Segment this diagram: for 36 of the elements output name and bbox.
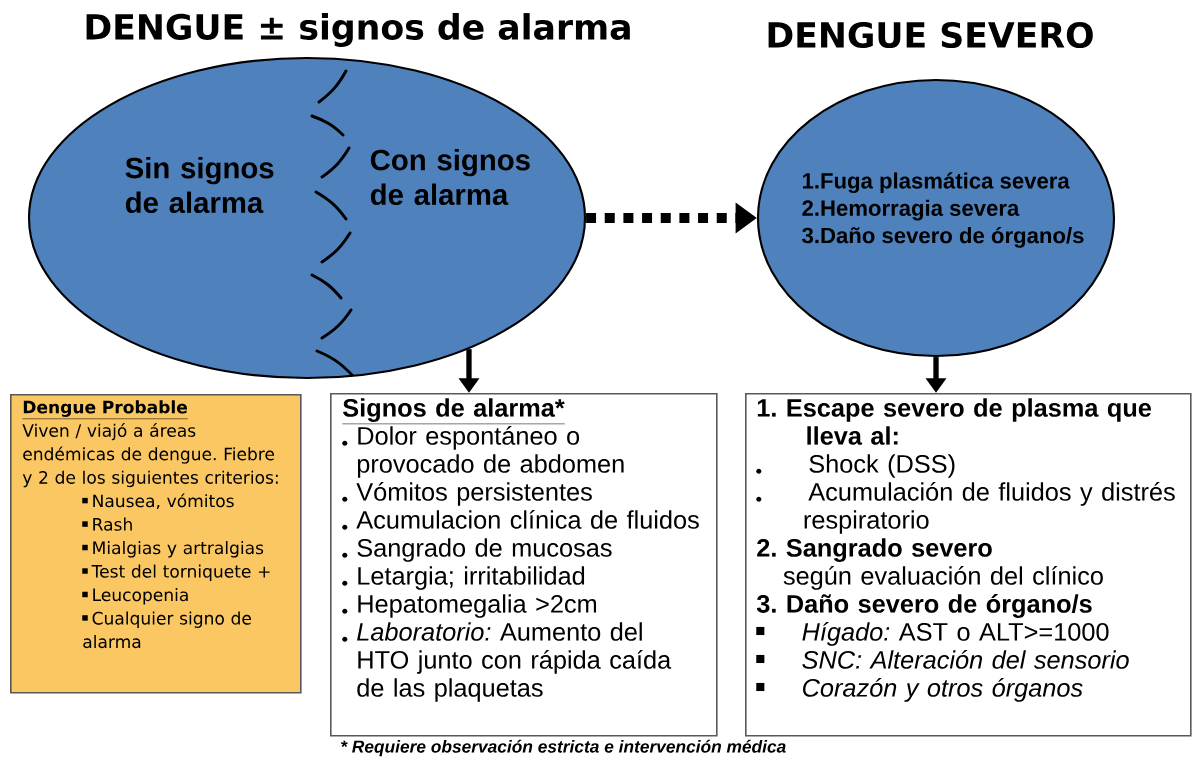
list-item: SNC: Alteración del sensorio <box>756 649 1129 669</box>
list-item: 2. Sangrado severo <box>757 538 992 562</box>
list-item: Shock (DSS) <box>756 454 955 478</box>
text-box <box>745 393 1192 737</box>
list-item: Sangrado de mucosas <box>342 538 612 562</box>
list-item: 1.Fuga plasmática severa <box>802 172 1070 194</box>
list-item: Rash <box>82 517 132 531</box>
list-item: Laboratorio: Aumento del HTO junto con rápida caída de las plaquetas <box>342 622 672 702</box>
list-item: Corazón y otros órganos <box>756 677 1083 702</box>
list-item: Acumulación de fluidos y distrés respiratorio <box>756 481 1175 534</box>
list-item: Mialgias y artralgias <box>82 541 264 558</box>
list-item: Hepatomegalia >2cm <box>342 594 597 618</box>
list-item: 3.Daño severo de órgano/s <box>802 226 1084 248</box>
list-item: 2.Hemorragia severa <box>802 199 1020 221</box>
text-box <box>10 394 302 694</box>
ellipse-label: Con signos de alarma <box>370 148 530 206</box>
list-item: Leucopenia <box>82 588 188 605</box>
ellipse-label: Sin signos de alarma <box>125 156 274 214</box>
heading: DENGUE ± signos de alarma <box>86 13 630 47</box>
list-item: Hígado: AST o ALT>=1000 <box>756 621 1109 646</box>
list-item: 3. Daño severo de órgano/s <box>756 594 1092 618</box>
list-item: Vómitos persistentes <box>342 481 592 506</box>
box-heading: Signos de alarma* <box>342 398 565 425</box>
text-box <box>330 393 718 737</box>
footnote: * Requiere observación estricta e intervención médica <box>341 739 786 757</box>
list-item: Test del torniquete + <box>82 564 270 582</box>
list-item: Cualquier signo de alarma <box>82 611 251 649</box>
paragraph: según evaluación del clínico <box>783 565 1103 590</box>
paragraph: Viven / viajó a áreas endémicas de dengue. Fiebre y 2 de los siguientes criterios: <box>22 423 278 488</box>
list-item: Acumulacion clínica de fluidos <box>342 509 699 530</box>
list-item: Nausea, vómitos <box>82 493 234 510</box>
list-item: Letargia; irritabilidad <box>342 566 585 590</box>
list-item: 1. Escape severo de plasma que lleva al: <box>757 398 1151 445</box>
list-item: Dolor espontáneo o provocado de abdomen <box>342 425 624 478</box>
box-heading: Dengue Probable <box>22 400 189 420</box>
heading: DENGUE SEVERO <box>768 21 1093 49</box>
